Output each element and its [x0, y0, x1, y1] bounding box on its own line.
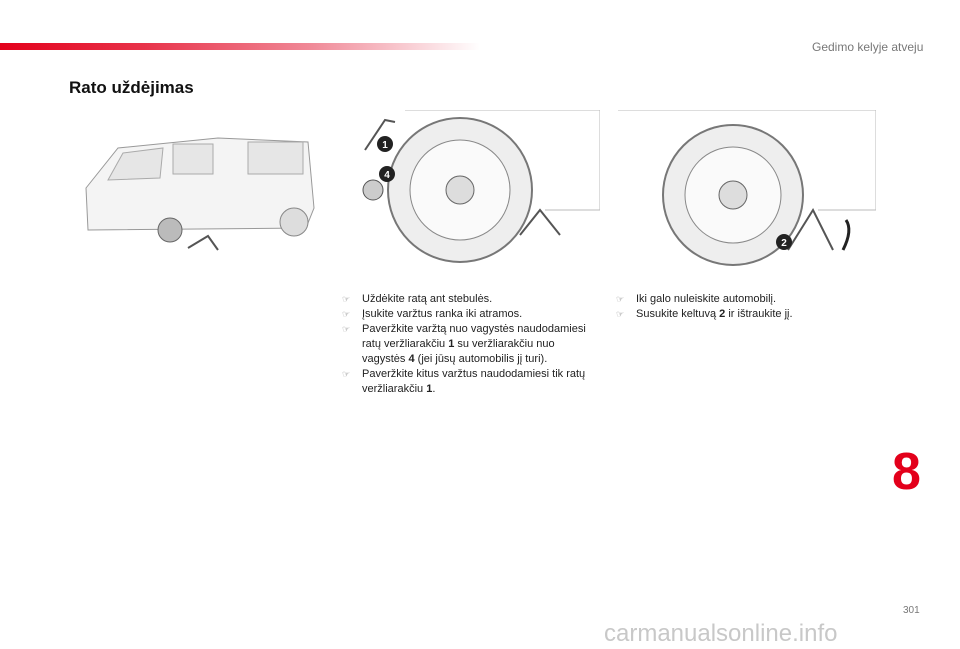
van-illustration: [85, 137, 315, 251]
step-item: ☞ Uždėkite ratą ant stebulės.: [340, 292, 600, 307]
step-item: ☞ Iki galo nuleiskite automobilį.: [614, 292, 874, 307]
wheel-fitting-illustration: 1 4: [362, 110, 600, 263]
step-text: Paveržkite varžtą nuo vagystės naudodami…: [362, 323, 586, 350]
step-text: Uždėkite ratą ant stebulės.: [362, 293, 493, 305]
lowering-vehicle-illustration: 2: [618, 110, 876, 266]
step-text: .: [432, 383, 436, 395]
pointing-hand-bullet-icon: ☞: [616, 309, 625, 319]
step-text: ir ištraukite jį.: [725, 308, 793, 320]
callout-reference: 1: [448, 338, 455, 350]
pointing-hand-bullet-icon: ☞: [342, 309, 351, 319]
header-accent-bar: [0, 43, 480, 50]
step-item: ☞ Paveržkite kitus varžtus naudodamiesi t…: [340, 367, 600, 397]
step-text: (jei jūsų automobilis jį turi).: [414, 353, 548, 365]
callout-4: 4: [384, 170, 390, 181]
page-number: 301: [903, 605, 920, 616]
step-item: ☞ Įsukite varžtus ranka iki atramos.: [340, 307, 600, 322]
page-title: Rato uždėjimas: [69, 78, 194, 97]
watermark: carmanualsonline.info: [604, 620, 838, 647]
callout-reference: 4: [408, 353, 415, 365]
step-text: Įsukite varžtus ranka iki atramos.: [362, 308, 523, 320]
steps-column-2: ☞ Iki galo nuleiskite automobilį. ☞ Susukit…: [614, 292, 874, 322]
chapter-number: 8: [892, 443, 921, 501]
pointing-hand-bullet-icon: ☞: [616, 294, 625, 304]
step-text: Susukite keltuvą: [636, 308, 720, 320]
callout-reference: 2: [719, 308, 726, 320]
pointing-hand-bullet-icon: ☞: [342, 294, 351, 304]
step-item: ☞ Susukite keltuvą 2 ir ištraukite jį.: [614, 307, 874, 322]
step-text: su veržliarakčiu nuo vagystės: [362, 338, 555, 365]
step-text: Paveržkite kitus varžtus naudodamiesi ti…: [362, 368, 586, 395]
step-item: ☞ Paveržkite varžtą nuo vagystės naudodam…: [340, 322, 600, 367]
callout-reference: 1: [426, 383, 433, 395]
pointing-hand-bullet-icon: ☞: [342, 369, 351, 379]
step-text: Iki galo nuleiskite automobilį.: [636, 293, 777, 305]
callout-1: 1: [382, 140, 388, 151]
callout-2: 2: [781, 238, 787, 249]
steps-column-1: ☞ Uždėkite ratą ant stebulės. ☞ Įsukite var…: [340, 292, 600, 397]
section-title: Gedimo kelyje atveju: [812, 40, 924, 54]
pointing-hand-bullet-icon: ☞: [342, 324, 351, 334]
